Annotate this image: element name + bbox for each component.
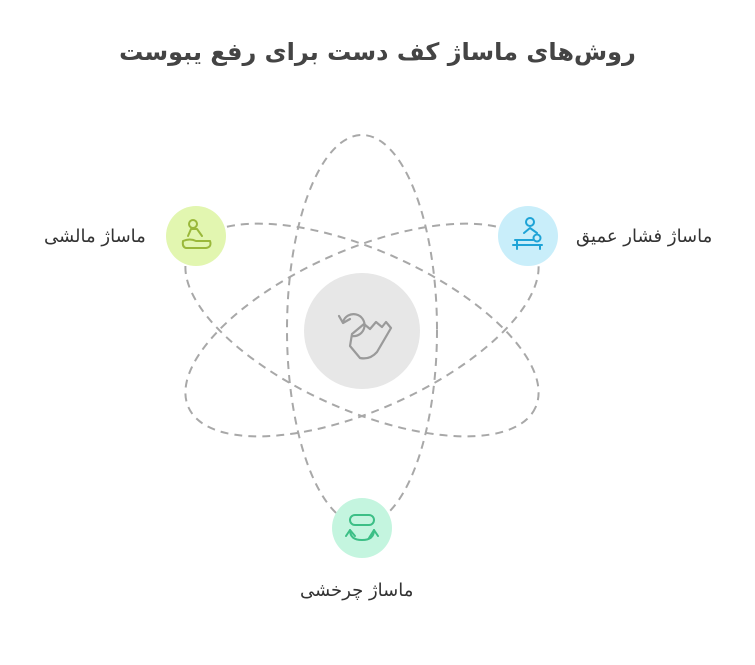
node-label-left: ماساژ مالشی [44, 226, 146, 247]
node-label-right: ماساژ فشار عمیق [576, 226, 713, 247]
massage-rub-icon [181, 219, 212, 249]
node-left-circle [166, 206, 226, 266]
node-bottom-circle [332, 498, 392, 558]
node-label-bottom: ماساژ چرخشی [300, 580, 414, 601]
massage-pressure-icon [512, 217, 543, 250]
rotate-arrows-icon [345, 514, 379, 541]
orbit-vertical [286, 134, 438, 526]
node-right-circle [498, 206, 558, 266]
hand-rotate-icon [337, 313, 393, 360]
diagram-title: روش‌های ماساژ کف دست برای رفع یبوست [119, 38, 636, 66]
